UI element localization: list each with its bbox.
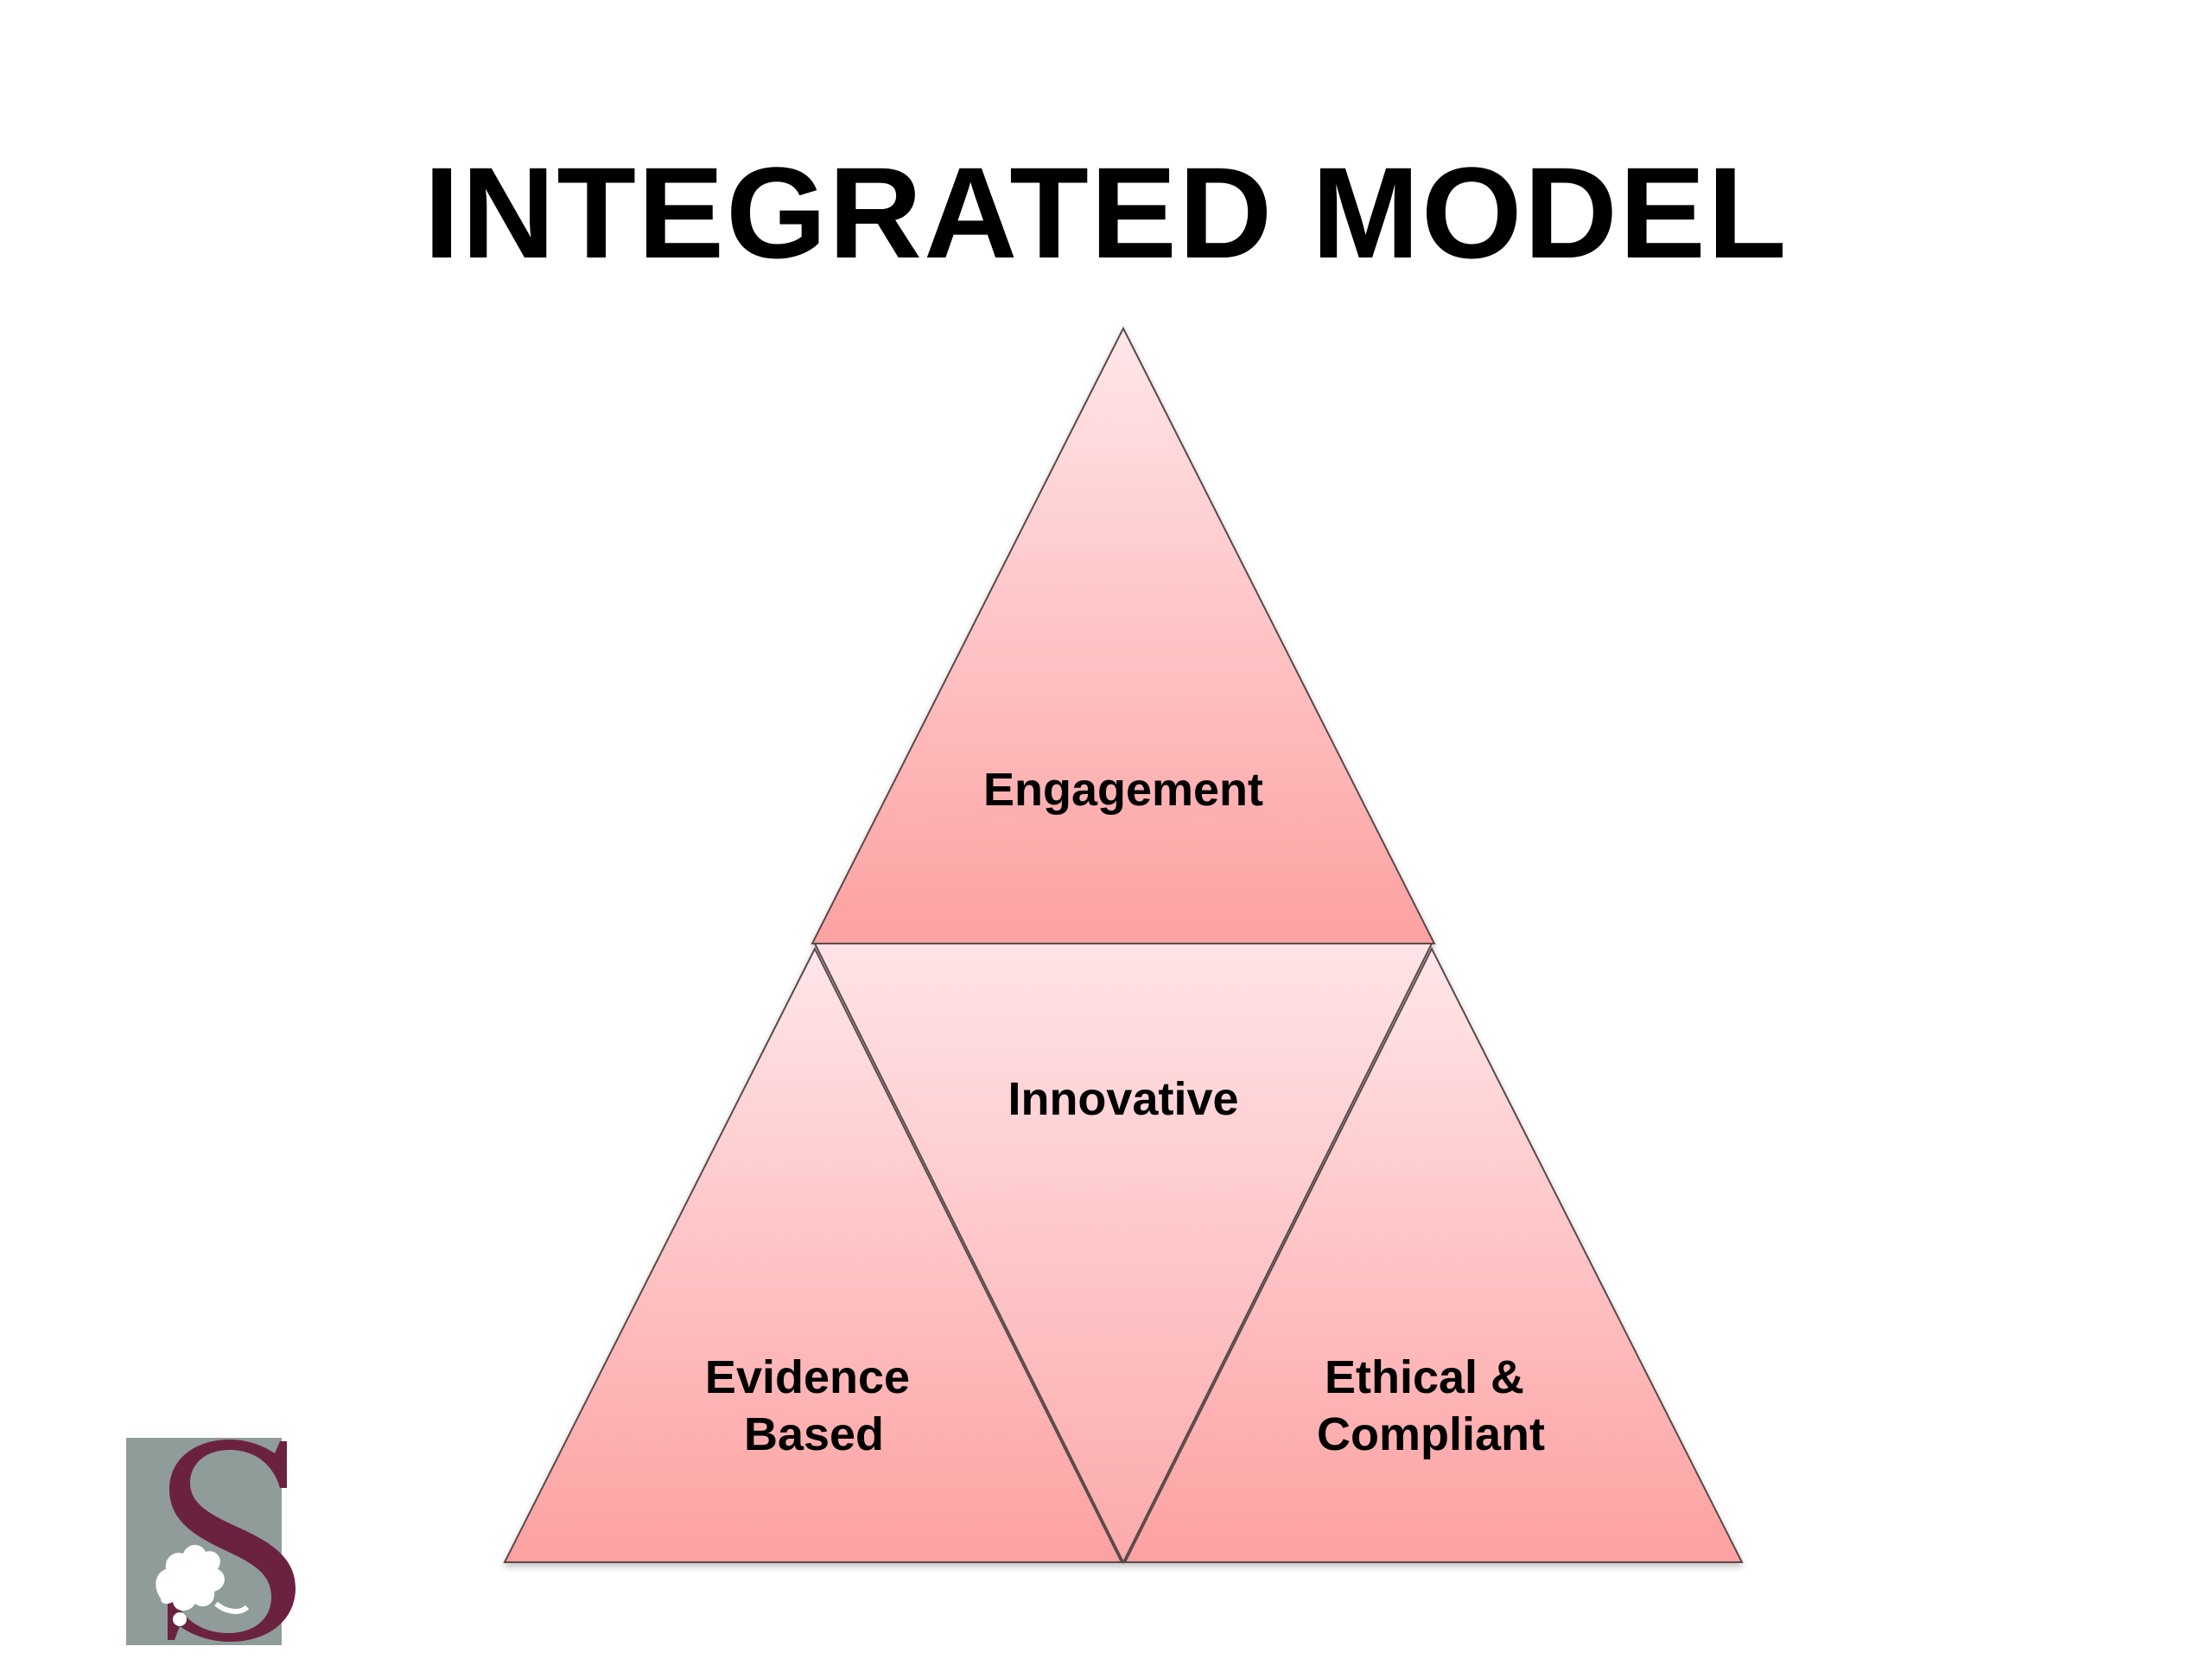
logo-s-letter [168,1440,296,1642]
slide-title: INTEGRATED MODEL [423,140,1789,285]
triangle-middle-innovative [813,943,1433,1565]
triangle-right-ethical-compliant [1123,946,1744,1563]
label-ethical-compliant: Ethical & Compliant [1317,1351,1545,1460]
oak-leaf-icon [156,1544,250,1626]
label-engagement: Engagement [983,764,1263,816]
label-innovative: Innovative [1007,1073,1238,1125]
label-evidence-based: Evidence Based [705,1351,923,1460]
university-logo [126,1438,296,1645]
triangle-top-engagement [810,326,1436,944]
triangle-left-evidence-based [503,946,1123,1563]
